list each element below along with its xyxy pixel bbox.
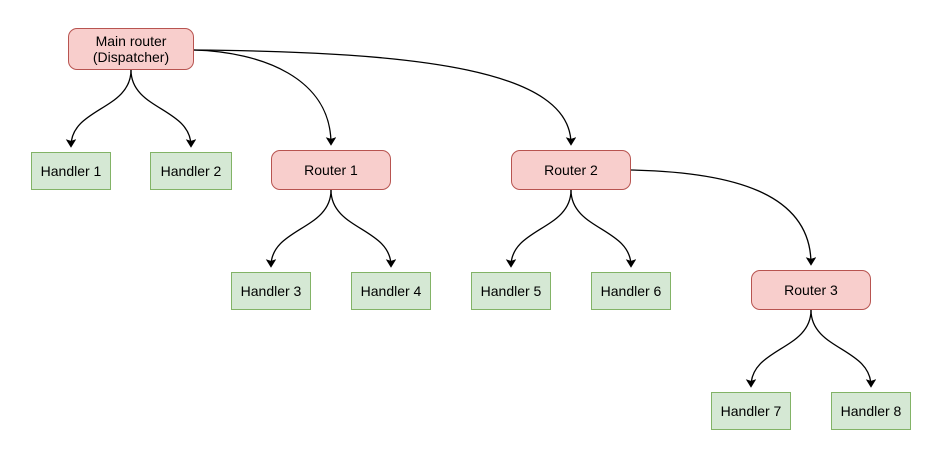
- node-label-router-3: Router 3: [784, 282, 838, 298]
- node-handler-2[interactable]: Handler 2: [150, 152, 232, 190]
- node-handler-6[interactable]: Handler 6: [591, 272, 671, 310]
- node-label-handler-3: Handler 3: [240, 283, 302, 299]
- edge-router-2-to-handler-6: [570, 189, 637, 268]
- node-main-router[interactable]: Main router (Dispatcher): [68, 28, 194, 70]
- node-label-router-2: Router 2: [544, 162, 598, 178]
- node-handler-8[interactable]: Handler 8: [831, 392, 911, 430]
- edge-router-3-to-handler-7: [745, 309, 812, 388]
- edge-main-router-to-handler-2: [130, 69, 197, 148]
- node-router-2[interactable]: Router 2: [511, 150, 631, 190]
- node-label-handler-4: Handler 4: [360, 283, 422, 299]
- node-handler-7[interactable]: Handler 7: [711, 392, 791, 430]
- node-label-handler-5: Handler 5: [480, 283, 542, 299]
- node-handler-3[interactable]: Handler 3: [231, 272, 311, 310]
- edge-main-router-to-handler-1: [65, 69, 132, 148]
- edge-router-3-to-handler-8: [810, 309, 877, 388]
- edge-main-router-to-router-1: [193, 49, 337, 146]
- node-label-handler-6: Handler 6: [600, 283, 662, 299]
- node-label-handler-2: Handler 2: [160, 163, 222, 179]
- edge-router-2-to-router-3: [630, 169, 817, 266]
- node-label-main-router: Main router (Dispatcher): [92, 33, 170, 65]
- node-handler-1[interactable]: Handler 1: [31, 152, 111, 190]
- node-label-handler-1: Handler 1: [40, 163, 102, 179]
- node-label-router-1: Router 1: [304, 162, 358, 178]
- node-handler-5[interactable]: Handler 5: [471, 272, 551, 310]
- node-router-3[interactable]: Router 3: [751, 270, 871, 310]
- node-label-handler-7: Handler 7: [720, 403, 782, 419]
- edge-main-router-to-router-2: [193, 49, 577, 146]
- edge-router-2-to-handler-5: [505, 189, 572, 268]
- node-router-1[interactable]: Router 1: [271, 150, 391, 190]
- edge-router-1-to-handler-4: [330, 189, 397, 268]
- node-handler-4[interactable]: Handler 4: [351, 272, 431, 310]
- node-label-handler-8: Handler 8: [840, 403, 902, 419]
- edge-router-1-to-handler-3: [265, 189, 332, 268]
- edge-paths: [65, 49, 877, 388]
